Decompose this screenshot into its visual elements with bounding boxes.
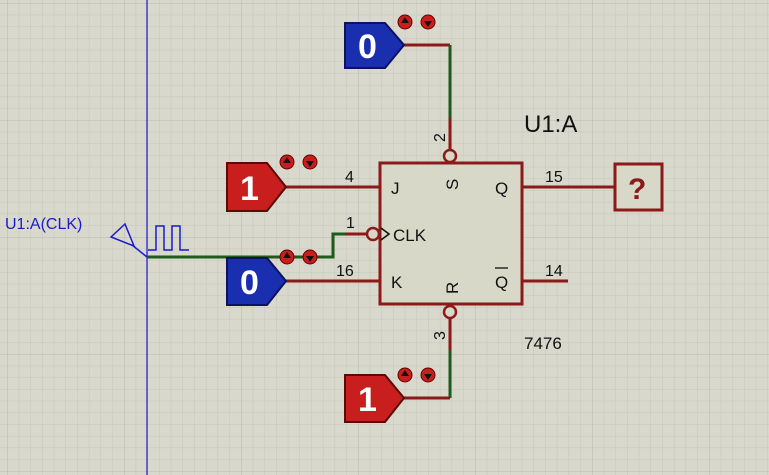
logic-state-k-body[interactable] — [226, 257, 288, 306]
logic-state-reset[interactable]: 1 — [344, 367, 436, 423]
component-part-number[interactable]: 7476 — [524, 334, 562, 353]
logic-state-j-body[interactable] — [226, 162, 288, 212]
set-inversion-bubble — [442, 148, 458, 164]
k-toggle-up-arrow — [283, 252, 291, 258]
reset-toggle-down-arrow — [424, 374, 432, 380]
j-toggle-down-arrow — [306, 161, 314, 167]
flip-flop-7476[interactable]: J CLK K Q Q S R — [365, 148, 524, 320]
logic-state-k-value: 0 — [240, 264, 259, 302]
logic-state-reset-value: 1 — [358, 381, 377, 419]
component-designator[interactable]: U1:A — [524, 111, 577, 138]
logic-state-reset-body[interactable] — [344, 374, 406, 423]
clock-waveform-icon — [148, 225, 189, 251]
set-toggle-down-arrow — [424, 21, 432, 27]
pin-number-r: 3 — [432, 331, 449, 340]
j-toggle-up-arrow — [283, 157, 291, 163]
pin-label-s: S — [443, 179, 462, 190]
pin-label-clk: CLK — [393, 226, 427, 245]
pin-number-qbar: 14 — [545, 263, 563, 280]
pin-label-k: K — [391, 273, 403, 292]
pin-number-k: 16 — [336, 263, 354, 280]
clk-inversion-bubble — [365, 226, 381, 242]
logic-state-j[interactable]: 1 — [226, 154, 318, 212]
pin-number-s: 2 — [432, 133, 449, 142]
logic-probe-q-body[interactable] — [613, 162, 664, 212]
k-toggle-down-arrow — [306, 256, 314, 262]
logic-state-j-value: 1 — [240, 170, 259, 208]
clock-source-label[interactable]: U1:A(CLK) — [5, 216, 82, 233]
logic-state-set[interactable]: 0 — [344, 14, 436, 69]
pin-label-qbar: Q — [495, 273, 508, 292]
pin-number-q: 15 — [545, 169, 563, 186]
logic-state-set-body[interactable] — [344, 22, 406, 69]
logic-probe-q-value: ? — [628, 173, 646, 206]
clock-generator[interactable]: U1:A(CLK) — [5, 216, 189, 258]
chip-body[interactable] — [378, 161, 524, 306]
clock-source-terminal-icon[interactable] — [109, 222, 136, 248]
logic-probe-q-output[interactable]: ? — [613, 162, 664, 212]
pin-label-q: Q — [495, 179, 508, 198]
set-toggle-up-arrow — [401, 17, 409, 23]
logic-state-set-value: 0 — [358, 28, 377, 66]
pin-label-r: R — [443, 282, 462, 294]
pin-label-j: J — [391, 179, 400, 198]
reset-inversion-bubble — [442, 304, 458, 320]
reset-toggle-up-arrow — [401, 370, 409, 376]
pin-number-j: 4 — [345, 169, 354, 186]
clk-edge-triangle — [380, 227, 391, 241]
pin-number-clk: 1 — [346, 215, 355, 232]
logic-state-k[interactable]: 0 — [226, 249, 318, 306]
clock-terminal-stem — [131, 244, 148, 258]
